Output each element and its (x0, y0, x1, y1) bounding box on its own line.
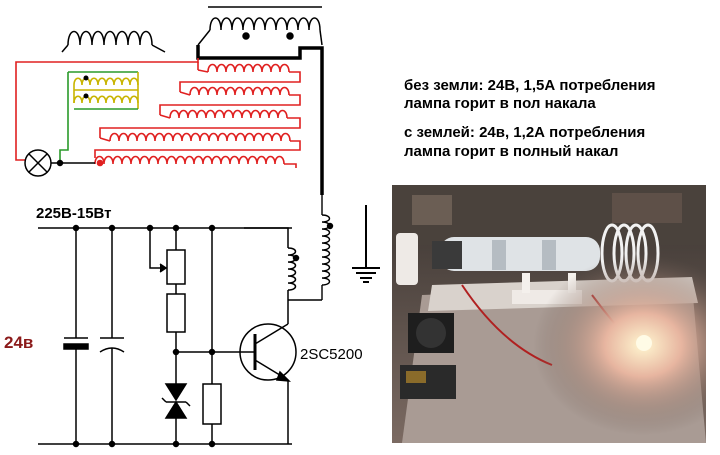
driver-circuit (38, 224, 322, 448)
top-right-coil (209, 17, 321, 31)
top-transformer (61, 6, 323, 53)
primary-coil-stack (15, 58, 301, 168)
transistor-label: 2SC5200 (300, 346, 363, 363)
no-ground-line1: без земли: 24В, 1,5А потребления (404, 77, 656, 94)
transistor-symbol (239, 323, 297, 381)
top-left-coil (67, 30, 153, 46)
lamp-icon (24, 149, 95, 177)
supply-rating-label: 225В-15Вт (36, 205, 112, 222)
phase-dot (242, 32, 250, 40)
secondary-coil (321, 195, 334, 300)
feed-wire (196, 45, 324, 195)
ground-symbol (352, 205, 380, 283)
feedback-transformer (59, 71, 139, 160)
tesla-coil-photo (392, 185, 706, 443)
phase-dot (286, 32, 294, 40)
input-voltage-label: 24в (4, 333, 33, 352)
no-ground-line2: лампа горит в пол накала (404, 95, 596, 112)
with-ground-line2: лампа горит в полный накал (404, 143, 619, 160)
with-ground-line1: с землей: 24в, 1,2А потребления (404, 124, 646, 141)
